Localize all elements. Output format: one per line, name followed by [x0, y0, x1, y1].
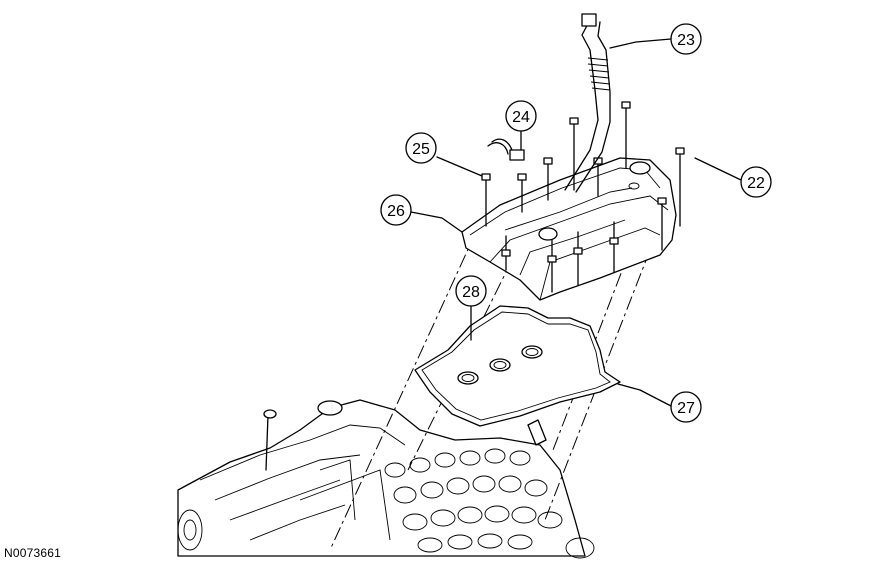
leader-lines	[410, 38, 742, 407]
pcv-tube	[564, 13, 611, 193]
figure-reference-id: N0073661	[4, 546, 61, 560]
callout-22: 22	[740, 166, 772, 198]
callout-label-23: 23	[677, 32, 695, 49]
callout-label-24: 24	[512, 109, 530, 126]
callout-28: 28	[455, 275, 487, 307]
callout-26: 26	[380, 194, 412, 226]
valve-cover	[461, 101, 685, 301]
callout-label-22: 22	[747, 175, 765, 192]
callout-24: 24	[505, 100, 537, 132]
callout-label-26: 26	[387, 203, 405, 220]
callout-label-28: 28	[462, 284, 480, 301]
callout-23: 23	[670, 23, 702, 55]
callout-25: 25	[405, 132, 437, 164]
engine-block	[177, 399, 595, 559]
sensor-connector	[487, 138, 525, 161]
valve-cover-gasket	[414, 305, 621, 427]
callout-label-25: 25	[412, 141, 430, 158]
callout-label-27: 27	[677, 400, 695, 417]
callout-27: 27	[670, 391, 702, 423]
